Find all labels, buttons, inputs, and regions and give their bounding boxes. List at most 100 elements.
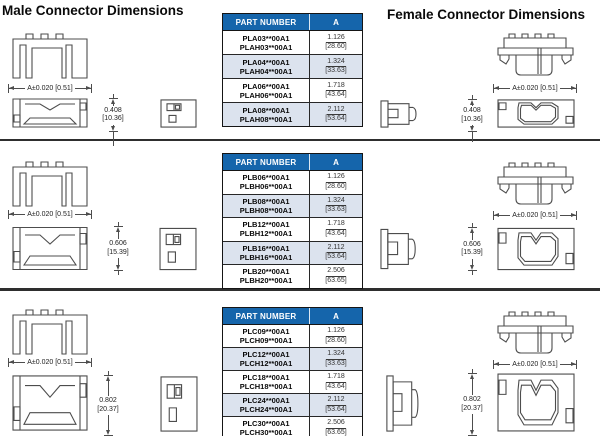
dimension-a-mm: [33.63] <box>325 67 347 74</box>
male-side-view-row1 <box>160 99 197 128</box>
part-number-line1: PLC12**00A1 <box>242 350 290 359</box>
dimension-a-mm: [33.63] <box>325 359 347 367</box>
part-number-line1: PLA03**00A1 <box>242 33 290 43</box>
male-top-view-row1 <box>12 33 88 79</box>
dim-mm: [10.36] <box>102 115 124 122</box>
part-number-line2: PLCH24**00A1 <box>239 405 293 414</box>
male-height-dim-row3: 0.802[20.37] <box>86 371 130 436</box>
dimension-a-mm: [53.64] <box>325 405 347 413</box>
part-number-line1: PLB08**00A1 <box>242 196 290 206</box>
dimension-a-mm: [28.60] <box>325 182 347 190</box>
female-top-view-row2 <box>496 162 575 209</box>
dimension-a-mm: [63.65] <box>325 428 347 436</box>
dimension-a-cell: 1.126[28.60] <box>310 31 362 54</box>
dimension-a-mm: [43.64] <box>325 382 347 390</box>
col-header-a: A <box>333 157 339 167</box>
dimension-a-inches: 1.718 <box>326 220 346 230</box>
dim-inches: 0.802 <box>463 396 481 403</box>
section-divider-2 <box>0 288 600 291</box>
dimension-a-cell: 2.112[53.64] <box>310 394 362 416</box>
dimension-a-cell: 1.324[33.63] <box>310 55 362 78</box>
male-height-dim-row1: 0.408[10.36] <box>91 94 135 146</box>
part-number-line1: PLA06**00A1 <box>242 81 290 91</box>
part-number-line2: PLBH12**00A1 <box>239 229 293 239</box>
dim-inches: 0.606 <box>463 240 481 248</box>
part-number-line1: PLA04**00A1 <box>242 57 290 67</box>
male-width-dim-row1: A±0.020 [0.51] <box>8 83 92 94</box>
male-height-dim-row2: 0.606[15.39] <box>96 222 140 275</box>
part-number-line2: PLBH16**00A1 <box>239 252 293 262</box>
female-width-dim-row3: A±0.020 [0.51] <box>493 359 577 370</box>
male-front-view-row2 <box>12 226 88 271</box>
width-dim-label: A±0.020 [0.51] <box>27 211 73 218</box>
dim-mm: [20.37] <box>97 405 119 413</box>
dimension-a-cell: 1.126[28.60] <box>310 325 362 347</box>
male-side-view-row2 <box>159 227 197 271</box>
female-height-dim-row1: 0.408[10.36] <box>450 95 494 142</box>
dimension-a-cell: 2.506[63.65] <box>310 417 362 436</box>
part-number-line2: PLAH03**00A1 <box>239 42 293 52</box>
section-divider-1 <box>0 139 600 141</box>
female-front-view-row2 <box>497 227 575 271</box>
dim-inches: 0.408 <box>104 106 122 114</box>
male-front-view-row1 <box>12 98 88 128</box>
dim-inches: 0.408 <box>463 107 481 114</box>
dimension-a-cell: 1.324[33.63] <box>310 348 362 370</box>
width-dim-label: A±0.020 [0.51] <box>27 85 73 92</box>
female-front-view-row1 <box>497 99 575 128</box>
dimension-a-inches: 1.126 <box>326 34 346 43</box>
part-number-line1: PLC24**00A1 <box>242 396 290 405</box>
dimension-a-cell: 1.324[33.63] <box>310 195 362 218</box>
female-top-view-row1 <box>496 33 575 80</box>
dimension-a-cell: 1.718[43.64] <box>310 79 362 102</box>
dimension-a-mm: [33.63] <box>325 206 347 214</box>
male-side-view-row3 <box>160 375 198 433</box>
part-number-line1: PLB12**00A1 <box>242 220 290 230</box>
female-side-view-row1 <box>380 100 424 128</box>
dimension-a-cell: 2.112[53.64] <box>310 103 362 126</box>
part-number-line2: PLCH12**00A1 <box>239 359 293 368</box>
part-number-line1: PLC09**00A1 <box>242 327 290 336</box>
part-number-line2: PLCH09**00A1 <box>239 336 293 345</box>
width-dim-label: A±0.020 [0.51] <box>512 361 558 368</box>
male-top-view-row3 <box>12 309 88 355</box>
female-height-dim-row3: 0.802[20.37] <box>450 369 494 436</box>
part-number-line2: PLAH06**00A1 <box>239 90 293 100</box>
dimension-a-cell: 1.126[28.60] <box>310 171 362 194</box>
dimension-a-inches: 2.112 <box>326 106 346 115</box>
dimension-a-mm: [53.64] <box>325 253 347 261</box>
dimension-a-mm: [28.60] <box>325 43 347 50</box>
dimension-a-cell: 1.718[43.64] <box>310 371 362 393</box>
part-number-line2: PLAH08**00A1 <box>239 114 293 124</box>
female-width-dim-row2: A±0.020 [0.51] <box>493 210 577 221</box>
part-number-line2: PLBH06**00A1 <box>239 182 293 192</box>
dimension-a-inches: 1.126 <box>326 173 346 183</box>
part-number-line1: PLB16**00A1 <box>242 243 290 253</box>
part-number-line2: PLAH04**00A1 <box>239 66 293 76</box>
female-side-view-row3 <box>386 374 425 433</box>
male-section-title: Male Connector Dimensions <box>2 3 184 18</box>
width-dim-label: A±0.020 [0.51] <box>512 212 558 219</box>
part-number-line2: PLCH18**00A1 <box>239 382 293 391</box>
dim-mm: [15.39] <box>107 248 129 256</box>
